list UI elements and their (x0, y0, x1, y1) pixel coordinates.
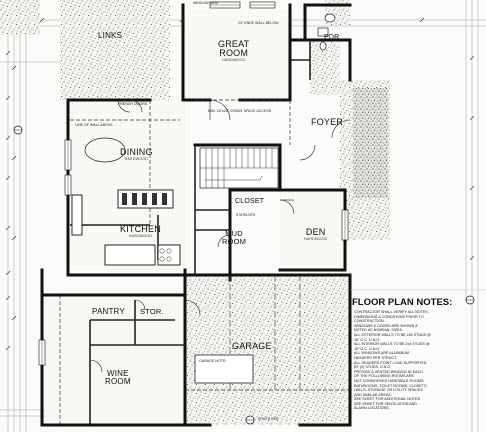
floor-plan-note-line: NOT CONSIDERED HABITABLE ROOMS: (354, 378, 425, 383)
floor-plan-note-line: HALLS, STORAGE OR UTILITY SPACES (354, 388, 423, 393)
mud-room-name: MUD (225, 229, 243, 238)
closet-label: CLOSET (235, 198, 265, 205)
shelves-note: 5 SHELVES (236, 213, 256, 217)
den-label: DEN HARDWOOD (304, 228, 327, 242)
floor-plan-note-line: ALARM LOCATIONS. (354, 406, 390, 411)
dining-name: DINING (120, 147, 153, 157)
window-seat-note: WINDOW SEAT (193, 1, 219, 5)
dining-label: DINING HARDWOOD (120, 148, 153, 162)
great-room-label: GREAT ROOM HARDWOOD (218, 40, 249, 63)
wine-room-name-2: ROOM (105, 377, 131, 386)
great-room-finish: HARDWOOD (221, 58, 246, 62)
floor-plan-note-line: BATHROOMS, TOILET ROOMS, CLOSETS, (354, 383, 428, 388)
floor-plan-note-line: ALL HEADERS POINT LOAD SUPPORTED (354, 360, 427, 365)
floor-plan-note-line: ALL INTERIOR WALLS TO BE 2x4 STUDS @ (354, 342, 430, 347)
floor-plan-notes-title: FLOOR PLAN NOTES: (352, 297, 453, 308)
french-doors-note: FRENCH DOORS (118, 102, 148, 106)
posts-per-note: POSTS PER (258, 417, 279, 421)
floor-plan-note-line: SEE SHEET FOR VENTILATION AND (354, 401, 417, 406)
floor-plan-note-line: CONSTRUCTION. (354, 319, 385, 324)
floor-plan-note-line: HEADERS PER STRUCT. (354, 355, 398, 360)
kitchen-label: KITCHEN HARDWOOD (120, 225, 161, 239)
den-finish: HARDWOOD (304, 237, 328, 241)
great-room-name-2: ROOM (219, 48, 249, 58)
floor-plan-note-line: 16" O.C. U.N.O. (354, 337, 381, 342)
kitchen-name: KITCHEN (120, 224, 161, 234)
garage-label: GARAGE (232, 341, 272, 351)
floor-plan-note-line: DIMENSIONS & CONDITIONS PRIOR TO (354, 314, 424, 319)
kitchen-finish: HARDWOOD (128, 234, 153, 238)
wine-room-label: WINE ROOM (105, 370, 131, 386)
floor-plan-note-line: NOTED AS NOMINAL SIZES. (354, 328, 404, 333)
knee-wall-note: 24" KNEE WALL BELOW (238, 21, 279, 25)
mud-room-name-2: ROOM (222, 236, 247, 246)
den-name: DEN (305, 227, 326, 237)
pantry-label: PANTRY (92, 307, 125, 316)
floor-plan-notes-list: CONTRACTOR SHALL VERIFY ALL NOTES,DIMENS… (354, 310, 474, 411)
pdr-label: PDR (324, 34, 340, 41)
floor-plan-note-line: 16" O.C. U.N.O. (354, 346, 381, 351)
great-room-name: GREAT (218, 39, 250, 49)
floor-plan-note-line: OF THE FOLLOWING ROOMS ARE (354, 374, 414, 379)
floor-plan-note-line: PROVIDE A VENTED WINDOW IN EACH (354, 369, 423, 374)
foyer-label: FOYER (311, 117, 344, 127)
stor-label: STOR. (140, 307, 164, 316)
floor-plan-note-line: CONTRACTOR SHALL VERIFY ALL NOTES, (354, 310, 429, 314)
mud-room-label: MUD ROOM (222, 230, 246, 245)
links-label: LINKS (98, 31, 123, 40)
floor-plan-note-line: ALL WINDOWS ARE ALUMINUM (354, 351, 409, 356)
dining-finish: HARDWOOD (124, 157, 149, 161)
floor-plan-note-line: ALL EXTERIOR WALLS TO BE 2x6 STUDS @ (354, 332, 431, 337)
floor-plan-note-line: AND SIMILAR AREAS. (354, 392, 392, 397)
line-of-wall-note: LINE OF WALL ABOVE (75, 123, 113, 127)
floor-plan-note-line: SEE SHEET FOR ADDITIONAL NOTES. (354, 397, 422, 402)
wine-room-name: WINE (107, 369, 129, 378)
garage-note: GARAGE NOTE: (199, 359, 227, 363)
floor-plan-note-line: WINDOWS & DOORS ARE SHOWN & (354, 323, 418, 328)
crawl-space-note: MIN. 18"x24" CRAWL SPACE ACCESS (208, 109, 272, 113)
floor-plan-note-line: BY (2) STUDS, U.N.O. (354, 365, 392, 370)
